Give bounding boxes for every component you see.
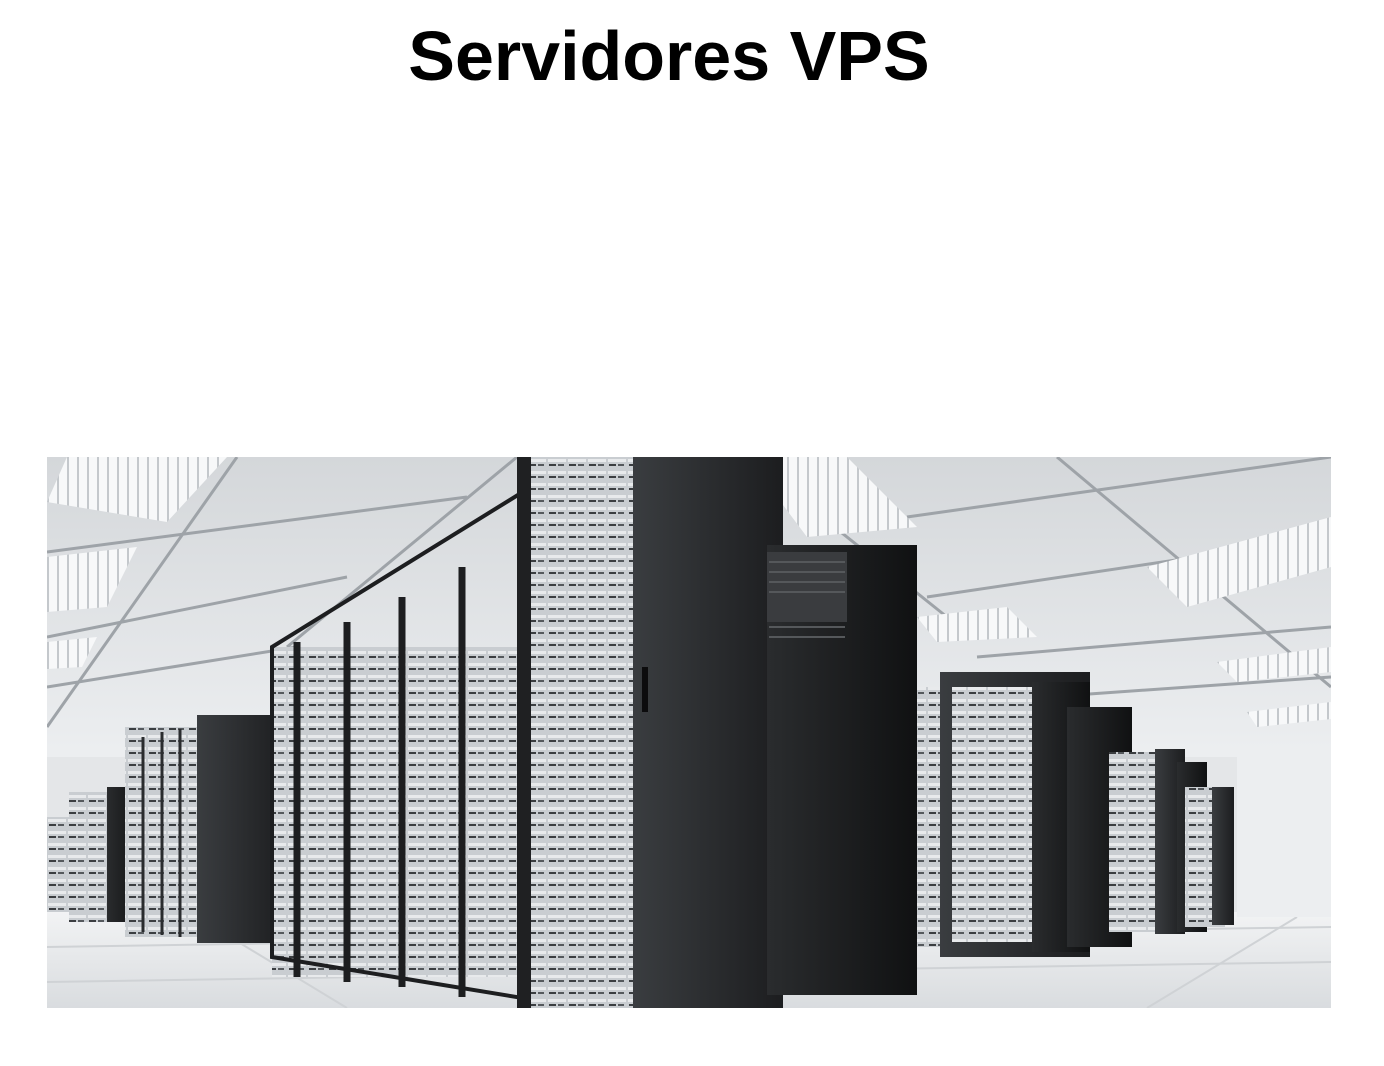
page-title: Servidores VPS — [408, 17, 930, 95]
server-room-image — [47, 457, 1331, 1008]
